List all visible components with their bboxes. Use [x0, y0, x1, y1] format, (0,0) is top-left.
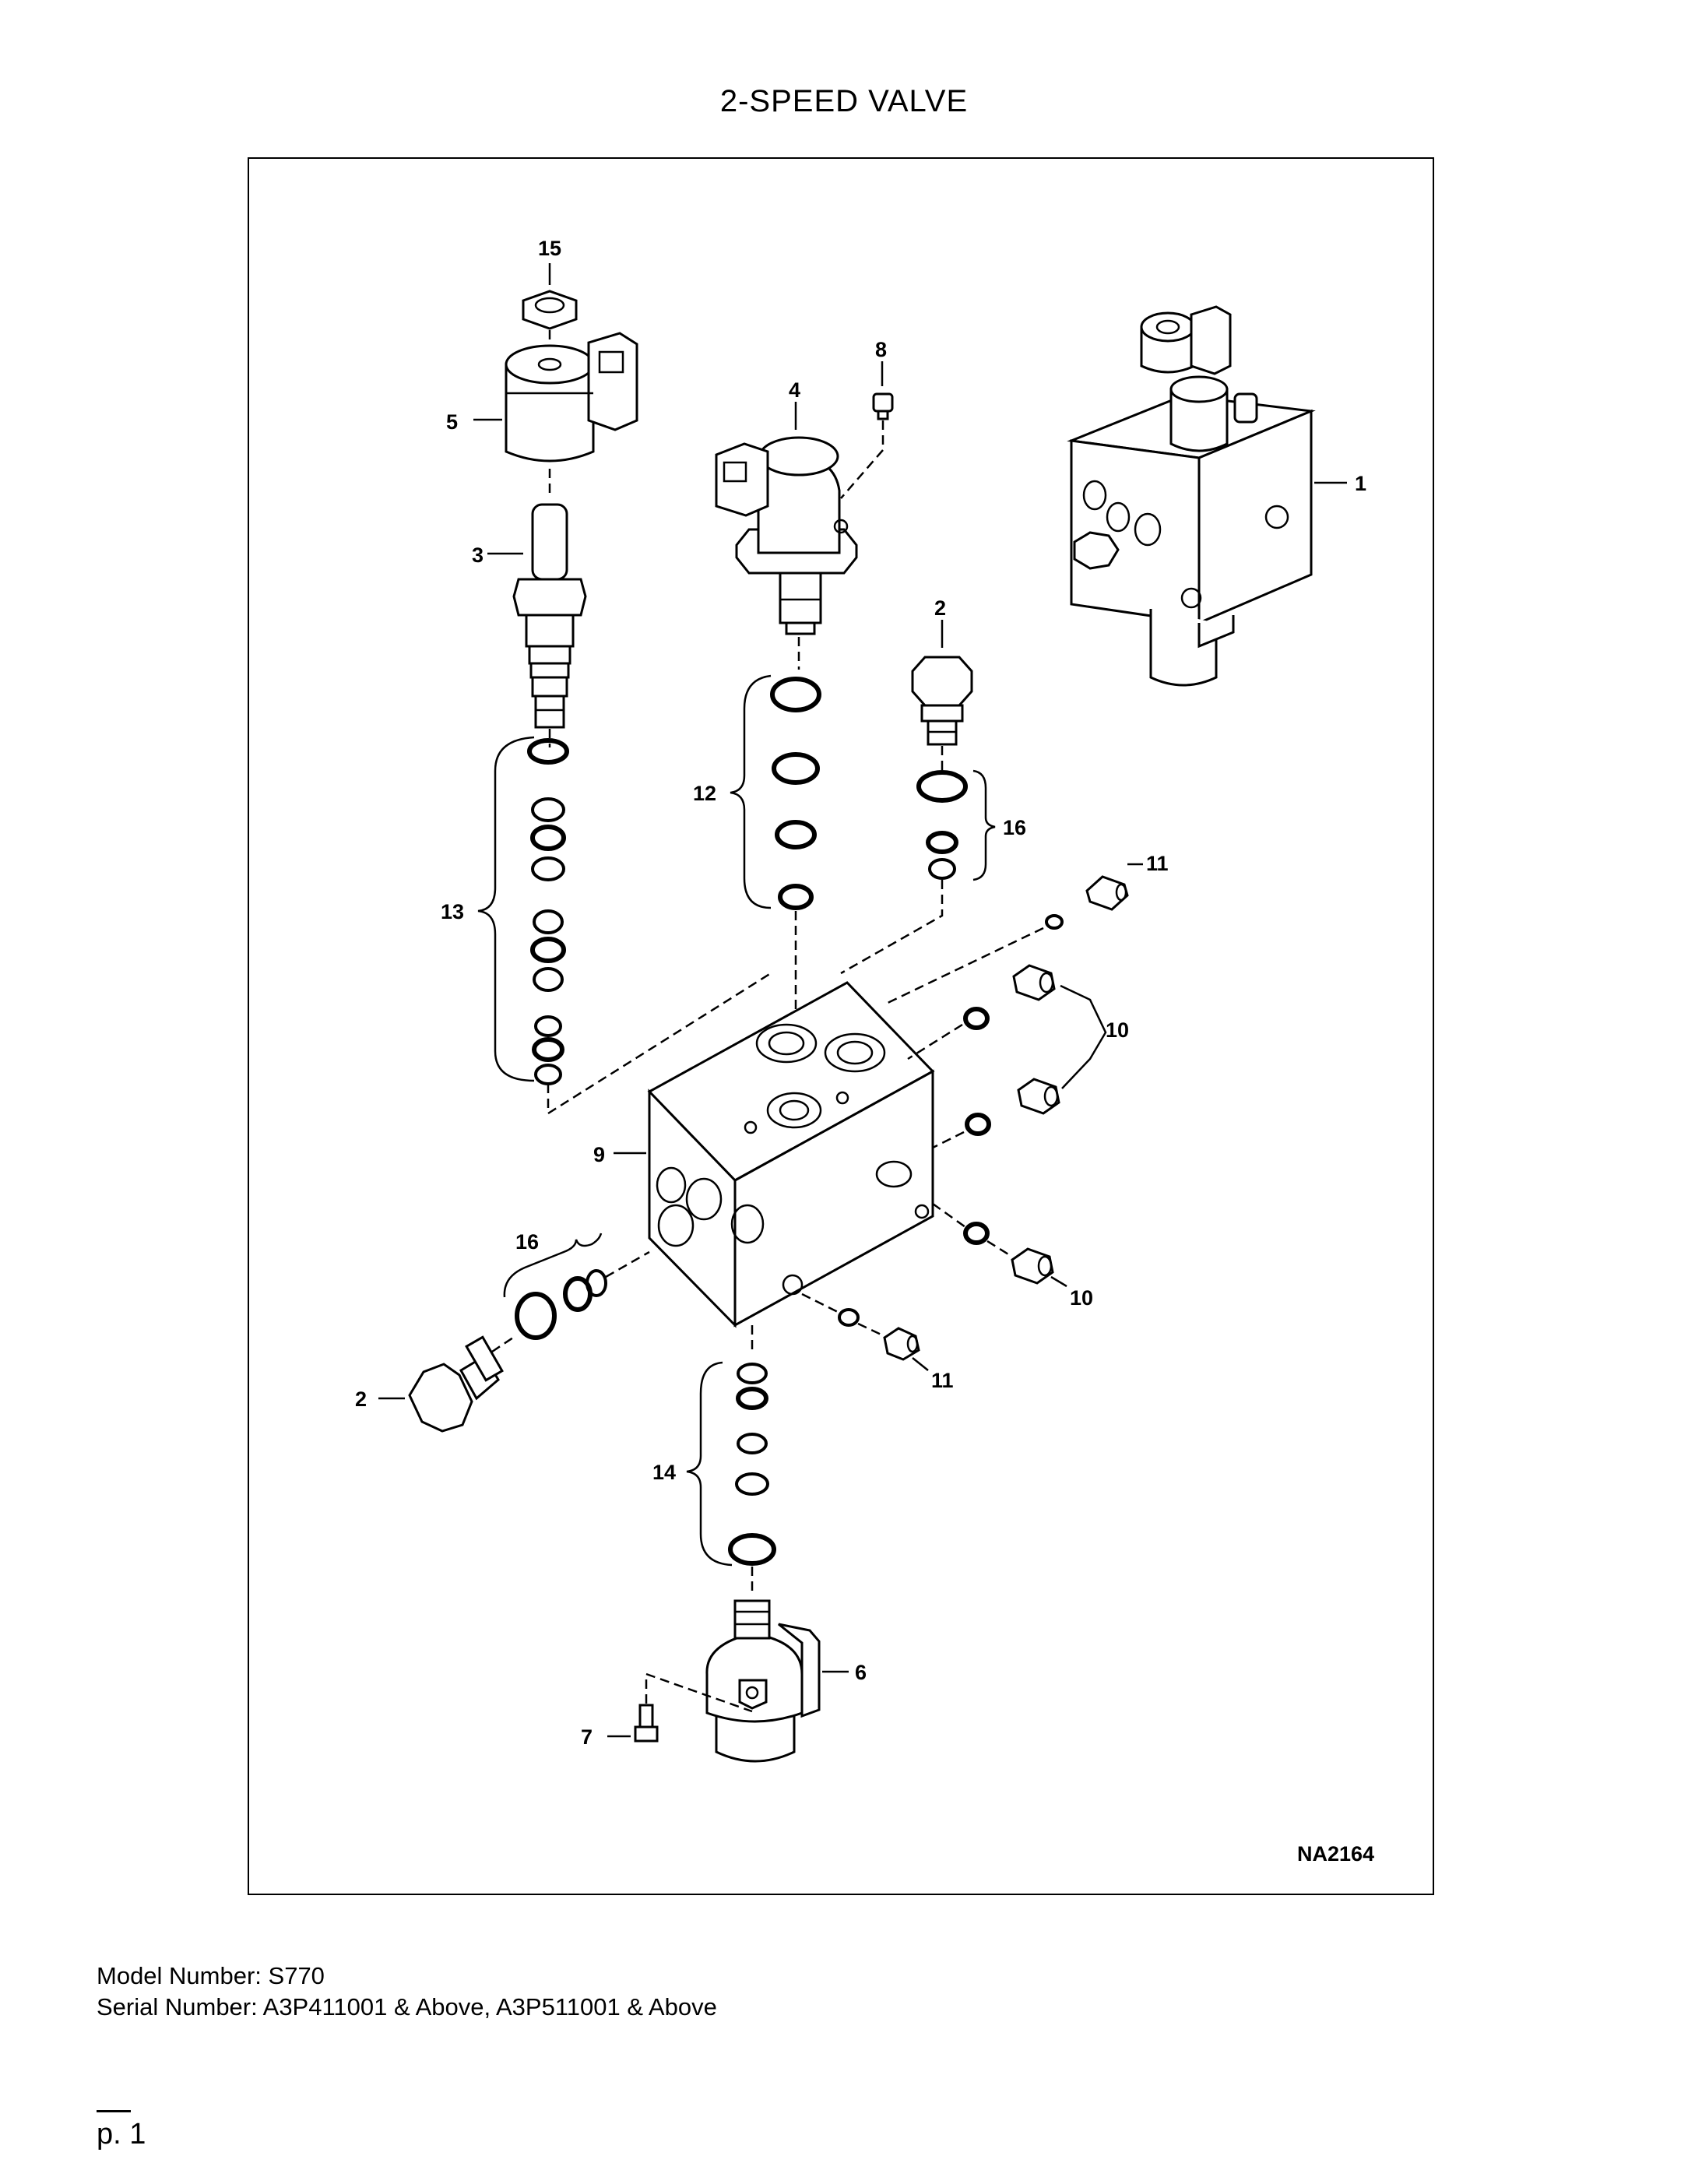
- callout-13: 13: [441, 900, 464, 923]
- part-1-assembly: [1067, 305, 1316, 687]
- callout-8: 8: [875, 338, 887, 361]
- callout-10-lower: 10: [1070, 1286, 1093, 1310]
- part-11-plug-lower: [838, 1308, 920, 1361]
- callout-11-upper: 11: [1146, 852, 1169, 875]
- callout-15: 15: [538, 237, 561, 260]
- callout-10-upper: 10: [1106, 1018, 1129, 1042]
- part-2-plug-upper: [911, 656, 973, 746]
- callout-4: 4: [789, 378, 800, 402]
- callout-14: 14: [652, 1461, 676, 1484]
- model-number: Model Number: S770: [97, 1962, 325, 1989]
- part-6-coil: [705, 1599, 821, 1763]
- callout-1: 1: [1355, 472, 1366, 495]
- callout-2-upper: 2: [934, 596, 946, 620]
- part-13-seal-kit: [527, 738, 569, 1085]
- part-8-screw: [872, 392, 894, 420]
- part-5-coil: [505, 332, 638, 462]
- callout-3: 3: [472, 543, 484, 567]
- callout-16-upper: 16: [1003, 816, 1026, 839]
- callout-7: 7: [581, 1725, 593, 1749]
- part-4-valve: [715, 436, 858, 635]
- callout-9: 9: [593, 1143, 605, 1166]
- part-14-seal-kit: [728, 1363, 776, 1566]
- callout-6: 6: [855, 1661, 867, 1684]
- part-16-seals-lower: [515, 1269, 607, 1340]
- part-3-cartridge: [512, 503, 587, 729]
- page-number-rule: [97, 2110, 131, 2112]
- callout-11-lower: 11: [931, 1369, 954, 1392]
- figure-code: NA2164: [1297, 1842, 1374, 1866]
- part-10-plug-lower: [963, 1222, 1054, 1285]
- part-2-plug-lower: [408, 1335, 504, 1433]
- callout-2-lower: 2: [355, 1387, 367, 1411]
- page-number: p. 1: [97, 2118, 146, 2151]
- part-16-seals-upper: [916, 770, 968, 880]
- callout-12: 12: [693, 782, 716, 805]
- callout-5: 5: [446, 410, 458, 434]
- serial-number: Serial Number: A3P411001 & Above, A3P511…: [97, 1993, 717, 2020]
- part-12-seal-kit: [770, 677, 821, 910]
- part-15-nut: [522, 290, 578, 330]
- part-7-screw: [634, 1704, 659, 1743]
- page-title: 2-SPEED VALVE: [719, 84, 969, 118]
- callout-16-lower: 16: [515, 1230, 539, 1254]
- part-10-plug-upper: [963, 964, 1060, 1136]
- part-11-plug-upper: [1045, 875, 1129, 930]
- diagram-frame: [248, 157, 1434, 1895]
- part-9-block: [647, 981, 935, 1328]
